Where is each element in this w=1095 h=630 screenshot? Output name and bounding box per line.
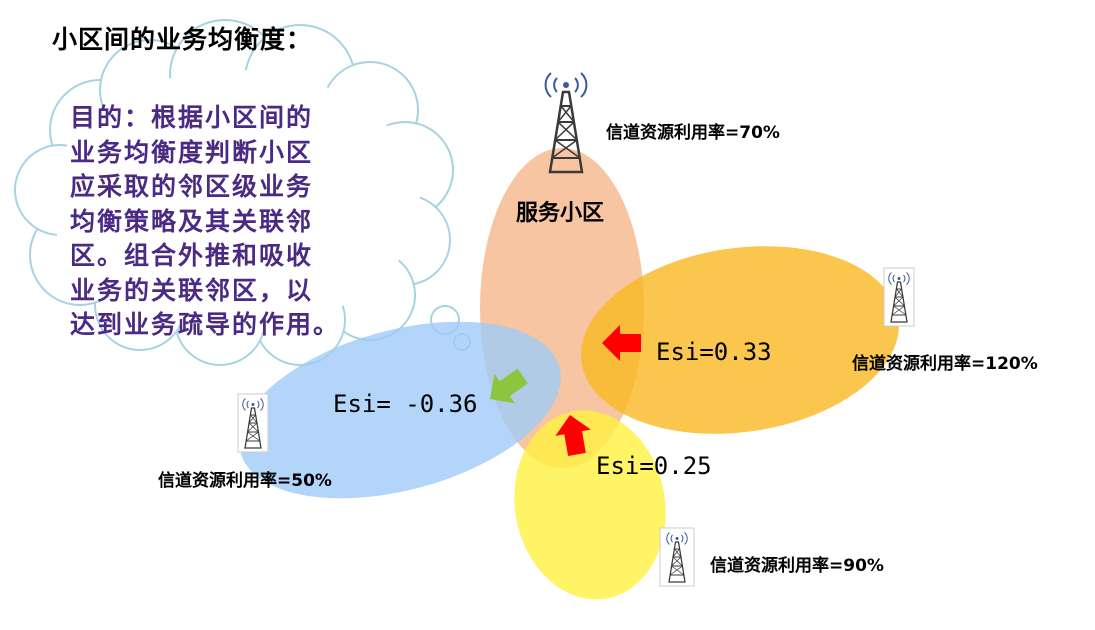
page-title: 小区间的业务均衡度：	[52, 25, 313, 54]
purpose-line: 区。组合外推和吸收	[70, 241, 314, 270]
serving-cell-label: 服务小区	[516, 201, 605, 226]
right-neighbor-esi: Esi=0.33	[656, 338, 772, 366]
left-neighbor-coverage	[239, 321, 561, 499]
left-neighbor-utilization: 信道资源利用率=50%	[158, 471, 332, 491]
purpose-text: 目的：根据小区间的 业务均衡度判断小区 应采取的邻区级业务 均衡策略及其关联邻 …	[70, 101, 360, 343]
serving-tower-icon	[544, 71, 588, 174]
purpose-line: 业务均衡度判断小区	[70, 137, 314, 167]
purpose-line: 均衡策略及其关联邻	[70, 206, 314, 236]
bottom-neighbor-coverage	[514, 410, 666, 600]
right-neighbor-utilization: 信道资源利用率=120%	[852, 354, 1038, 374]
right-neighbor-coverage	[581, 246, 899, 434]
bottom-neighbor-esi: Esi=0.25	[596, 452, 712, 480]
purpose-line: 业务的关联邻区，以	[70, 275, 314, 305]
serving-cell-utilization: 信道资源利用率=70%	[606, 123, 780, 143]
purpose-line: 达到业务疏导的作用。	[70, 310, 341, 339]
cloud-callout	[14, 19, 471, 366]
bottom-neighbor-utilization: 信道资源利用率=90%	[710, 556, 884, 576]
purpose-line: 目的：根据小区间的	[70, 103, 314, 132]
purpose-line: 应采取的邻区级业务	[70, 172, 314, 201]
left-neighbor-arrow-icon	[490, 368, 528, 404]
right-tower-icon	[883, 267, 915, 327]
left-tower-icon	[237, 393, 269, 453]
bottom-neighbor-arrow-icon	[555, 415, 591, 456]
right-neighbor-arrow-icon	[602, 325, 641, 361]
left-neighbor-esi: Esi= -0.36	[333, 390, 478, 418]
bottom-tower-icon	[659, 527, 695, 587]
